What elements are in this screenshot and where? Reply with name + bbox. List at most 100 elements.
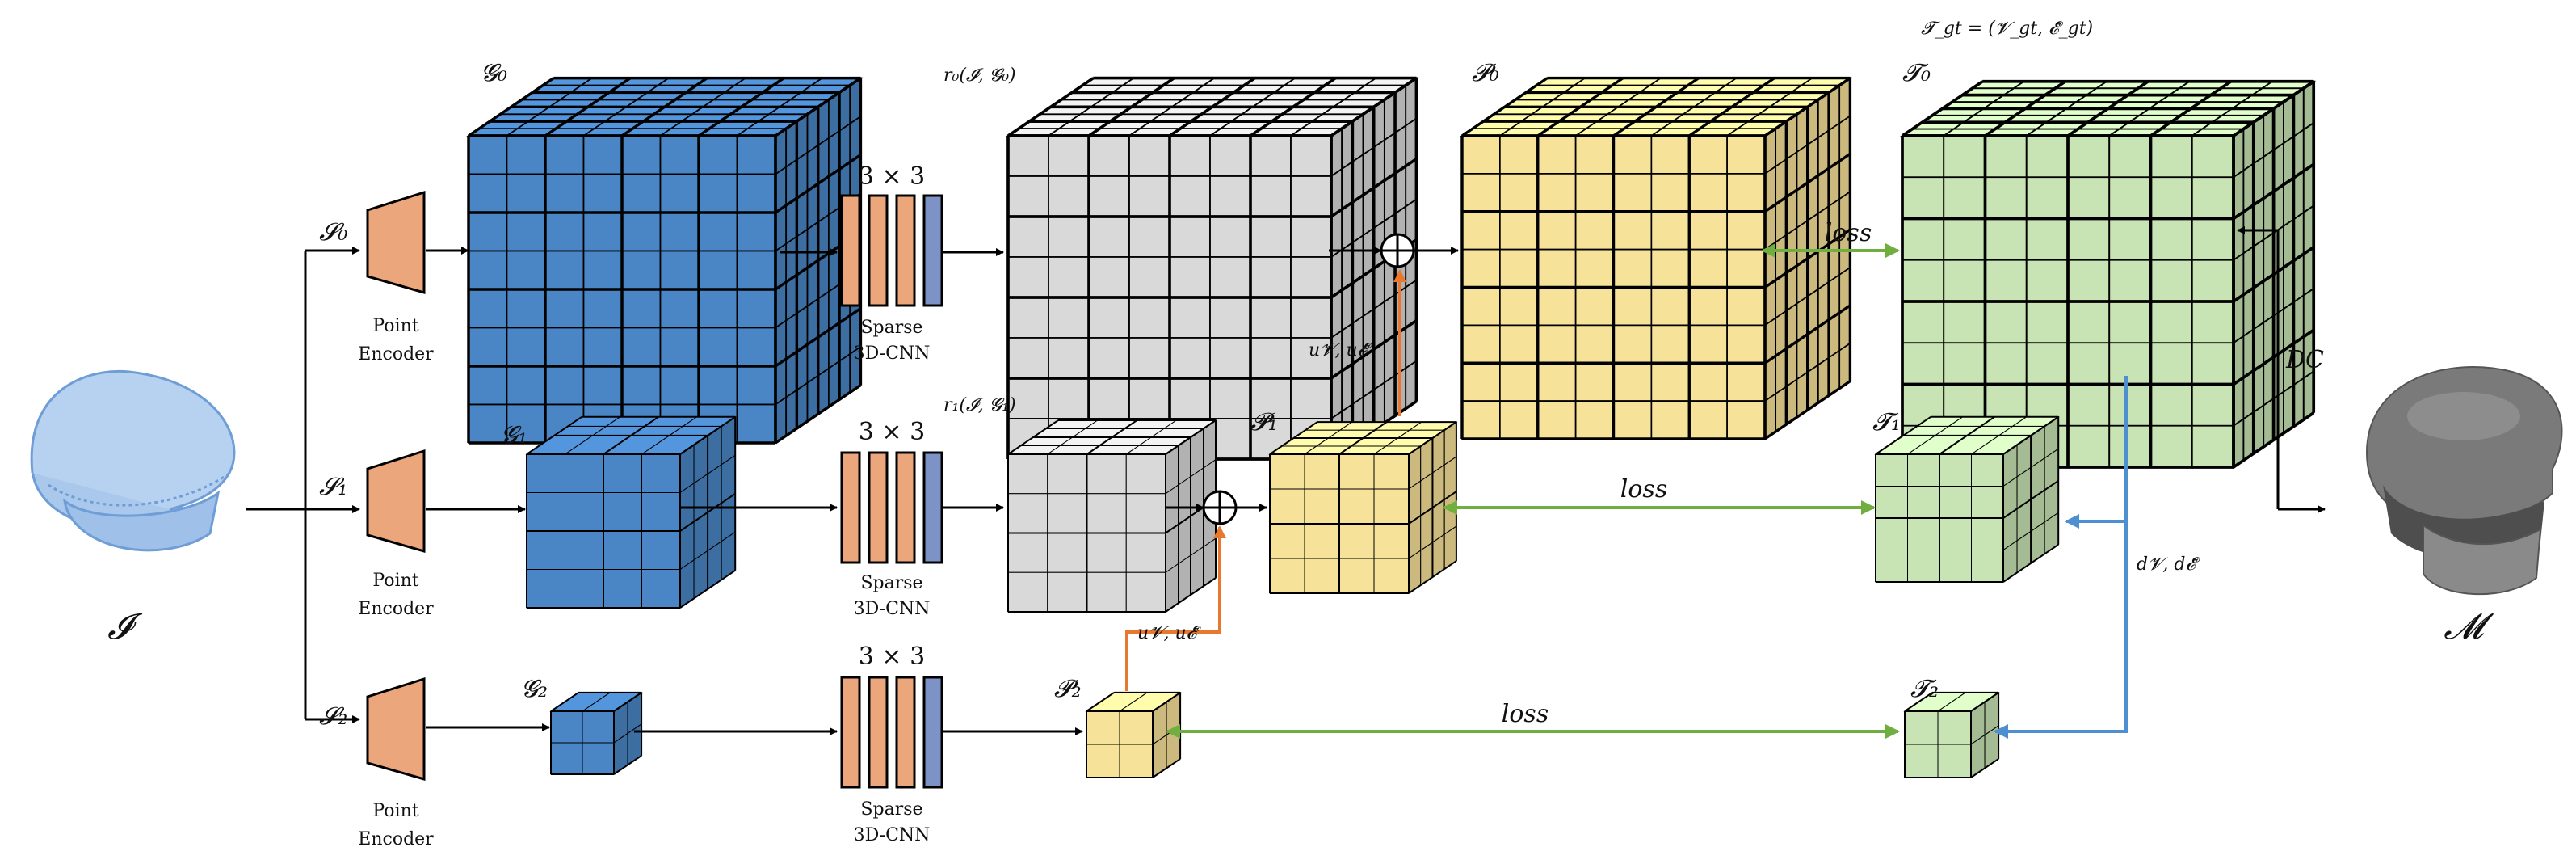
grid-g0-front-cell bbox=[506, 135, 546, 175]
prediction-p0-front-cell bbox=[1574, 400, 1615, 440]
target-t0-front-cell bbox=[1902, 301, 1945, 344]
prediction-p0-front-cell bbox=[1536, 173, 1577, 213]
target-t0-front-cell bbox=[2149, 259, 2193, 302]
grid-g0-front-cell bbox=[468, 289, 508, 329]
prediction-label-p1: 𝓟₁ bbox=[1250, 408, 1278, 436]
prediction-p0-front-cell bbox=[1688, 324, 1728, 365]
encoder-1-line1: Point bbox=[372, 571, 418, 591]
prediction-p0-front-cell bbox=[1650, 400, 1691, 440]
target-t0-front-cell bbox=[2108, 424, 2152, 468]
target-t0-front-cell bbox=[2108, 301, 2152, 344]
residual-r0-front-cell bbox=[1088, 337, 1130, 379]
grid-g0-front-cell bbox=[544, 135, 585, 175]
grid-g0-front-cell bbox=[468, 212, 508, 252]
target-t0-front-cell bbox=[2108, 176, 2152, 220]
dc-label: DC bbox=[2285, 346, 2324, 374]
grid-g1-front-cell bbox=[641, 569, 681, 609]
prediction-p0-front-cell bbox=[1650, 362, 1691, 402]
prediction-p0-front-cell bbox=[1461, 173, 1501, 213]
prediction-p0-front-cell bbox=[1650, 210, 1691, 251]
prediction-p0-front-cell bbox=[1499, 286, 1539, 327]
grid-g0-front-cell bbox=[621, 289, 662, 329]
point-cloud-mushroom-icon bbox=[30, 369, 236, 552]
target-t0-front-cell bbox=[2108, 383, 2152, 427]
grid-g0-front-cell bbox=[736, 173, 776, 213]
downsample-label: d𝓥, d𝓔̄ bbox=[2137, 554, 2200, 575]
prediction-p0-front-cell bbox=[1461, 362, 1501, 402]
prediction-p0-front-cell bbox=[1650, 135, 1691, 175]
grid-g0-front-cell bbox=[621, 212, 662, 252]
residual-r0-front-cell bbox=[1209, 297, 1251, 339]
grid-g0-front-cell bbox=[659, 327, 700, 367]
residual-r0-front-cell bbox=[1048, 377, 1090, 419]
residual-r0-front-cell bbox=[1169, 337, 1211, 379]
prediction-p2-front-cell bbox=[1119, 710, 1154, 745]
grid-g1-front-cell bbox=[641, 492, 681, 532]
target-t1-front-cell bbox=[1907, 517, 1940, 550]
residual-r1-front-cell bbox=[1086, 453, 1127, 495]
branch-label-s2: 𝓢₂ bbox=[319, 702, 347, 731]
prediction-label-p0: 𝓟₀ bbox=[1472, 59, 1499, 87]
grid-g0-front-cell bbox=[506, 327, 546, 367]
prediction-p0-front-cell bbox=[1688, 400, 1728, 440]
grid-g0-front-cell bbox=[698, 212, 738, 252]
residual-r0-front-cell bbox=[1048, 337, 1090, 379]
grid-g1-front-cell bbox=[526, 530, 565, 570]
target-t1-front-cell bbox=[1971, 486, 2004, 519]
target-t0-front-cell bbox=[2025, 301, 2069, 344]
target-t1-front-cell bbox=[1971, 517, 2004, 550]
target-t1-front-cell bbox=[1971, 453, 2004, 487]
target-t0-front-cell bbox=[2149, 383, 2193, 427]
prediction-p1-front-cell bbox=[1373, 523, 1410, 559]
target-t0-front-cell bbox=[1943, 135, 1986, 179]
residual-r0-front-cell bbox=[1290, 175, 1332, 217]
target-t0-front-cell bbox=[2108, 259, 2152, 302]
encoder-2-line2: Encoder bbox=[358, 829, 434, 849]
residual-r0-front-cell bbox=[1007, 256, 1049, 298]
target-t0-front-cell bbox=[1902, 176, 1945, 220]
residual-r0-front-cell bbox=[1209, 175, 1251, 217]
output-label: 𝓜 bbox=[2444, 606, 2494, 647]
residual-r1-front-cell bbox=[1047, 571, 1087, 613]
target-t0-front-cell bbox=[2067, 383, 2111, 427]
encoder-to-grid-arrows bbox=[426, 247, 550, 731]
cnn-1-kernel: 3 × 3 bbox=[859, 418, 925, 446]
residual-r0-front-cell bbox=[1048, 175, 1090, 217]
grid-g0-front-cell bbox=[544, 250, 585, 290]
target-t0-block-outline bbox=[1901, 79, 2316, 469]
target-t0-front-cell bbox=[1984, 135, 2028, 179]
grid-g0-front-cell bbox=[659, 135, 700, 175]
grid-g2 bbox=[549, 691, 643, 775]
residual-r0-front-cell bbox=[1169, 297, 1211, 339]
residual-r0-front-cell bbox=[1290, 377, 1332, 419]
target-t0-front-cell bbox=[2149, 342, 2193, 386]
prediction-p1-block-outline bbox=[1269, 421, 1457, 594]
grid-g0-front-cell bbox=[736, 135, 776, 175]
target-t0-front-cell bbox=[2149, 424, 2193, 468]
prediction-p0-front-cell bbox=[1688, 135, 1728, 175]
residual-r0-front-cell bbox=[1250, 175, 1292, 217]
sparse-cnn-block-0 bbox=[840, 194, 943, 307]
residual-r0-front-cell bbox=[1209, 377, 1251, 419]
target-t0-front-cell bbox=[2191, 301, 2234, 344]
encoder-1-line2: Encoder bbox=[358, 599, 434, 619]
target-t0-front-cell bbox=[2025, 259, 2069, 302]
residual-r0-front-cell bbox=[1169, 256, 1211, 298]
residual-r1-front-cell bbox=[1086, 571, 1127, 613]
residual-r1-block-outline bbox=[1007, 419, 1217, 613]
target-t0-front-cell bbox=[1902, 135, 1945, 179]
prediction-p1-front-cell bbox=[1373, 488, 1410, 525]
target-t0-front-cell bbox=[1984, 217, 2028, 261]
target-t1-front-cell bbox=[1875, 453, 1908, 487]
input-branch-lines bbox=[246, 247, 360, 723]
cnn-0-line1: Sparse bbox=[860, 318, 922, 338]
prediction-p1 bbox=[1268, 421, 1458, 594]
residual-r1 bbox=[1006, 419, 1217, 613]
residual-r1-front-cell bbox=[1086, 533, 1127, 573]
target-t0-front-cell bbox=[2149, 176, 2193, 220]
residual-r1-front-cell bbox=[1007, 453, 1048, 495]
grid-g0-block-outline bbox=[467, 76, 863, 445]
residual-r0-front-cell bbox=[1007, 175, 1049, 217]
grid-g0-front-cell bbox=[544, 289, 585, 329]
sum-node-1 bbox=[1202, 490, 1238, 525]
